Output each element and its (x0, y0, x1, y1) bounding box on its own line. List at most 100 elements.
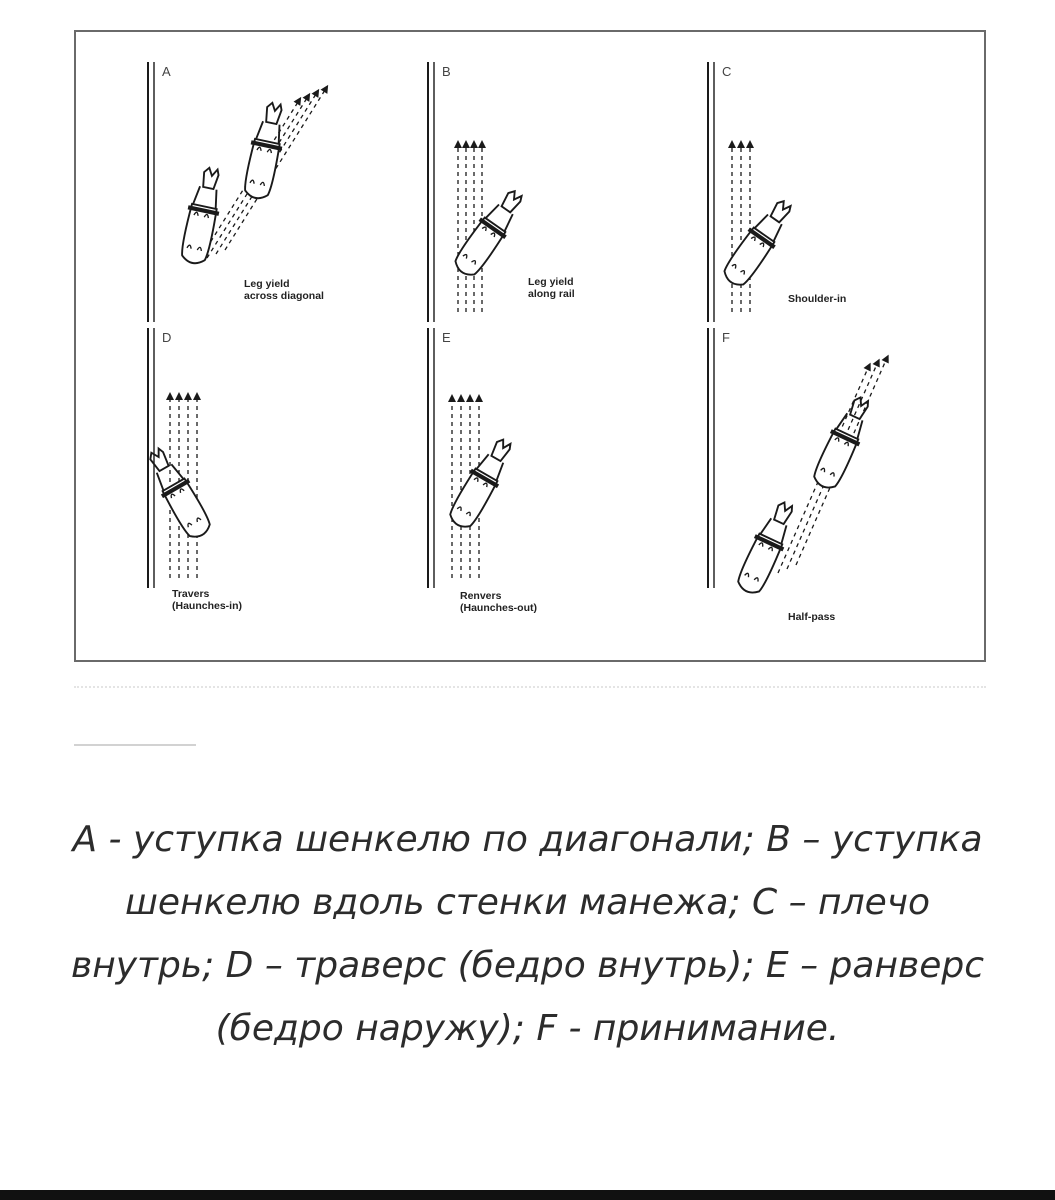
rider-legs (256, 146, 273, 154)
horse-neck (835, 412, 864, 440)
horse-neck (192, 185, 218, 209)
direction-arrow (746, 140, 754, 148)
separator-line (74, 744, 196, 746)
panel-letter: A (162, 64, 171, 79)
horse-head (772, 500, 794, 526)
panel-caption: (Haunches-in) (172, 600, 242, 612)
direction-arrow (457, 394, 465, 402)
direction-arrow (175, 392, 183, 400)
horse-hind-hooves (820, 467, 835, 477)
horse-figure (813, 395, 870, 489)
horse-figure (149, 446, 211, 538)
direction-arrow (728, 140, 736, 148)
horse-head (500, 189, 523, 214)
panel-caption: Half-pass (788, 611, 835, 623)
horse-saddle-girth (250, 140, 283, 151)
horse-saddle-girth (160, 478, 191, 499)
hoof-track (786, 363, 878, 570)
direction-arrow (863, 362, 871, 372)
horse-figure (449, 438, 512, 528)
rider-legs (193, 211, 210, 219)
panel-caption: Travers (172, 588, 210, 600)
horse-body (723, 226, 776, 286)
panel-letter: E (442, 330, 451, 345)
direction-arrow (193, 392, 201, 400)
rider-legs (170, 488, 185, 499)
direction-arrow (293, 96, 302, 106)
rider-legs (481, 226, 496, 238)
panel-letter: F (722, 330, 730, 345)
panel-c: C Shoulder-in (707, 62, 846, 322)
panel-f: F Half-pass (707, 328, 889, 623)
horse-figure (181, 166, 220, 265)
horse-neck (155, 463, 185, 491)
direction-arrow (475, 394, 483, 402)
horse-hind-hooves (744, 572, 759, 582)
direction-arrow (478, 140, 486, 148)
horse-head (769, 199, 792, 224)
direction-arrow (881, 354, 889, 364)
direction-arrow (466, 394, 474, 402)
panel-caption: Leg yield (244, 278, 290, 290)
horse-saddle-girth (829, 429, 861, 447)
direction-arrow (166, 392, 174, 400)
panel-caption: Renvers (460, 590, 502, 602)
horse-hind-hooves (462, 253, 477, 265)
horse-body (813, 427, 860, 489)
panel-caption: across diagonal (244, 290, 324, 302)
horse-head (149, 446, 170, 473)
horse-neck (759, 517, 788, 545)
panel-caption: Shoulder-in (788, 293, 846, 305)
horse-head (265, 101, 283, 126)
direction-arrow (737, 140, 745, 148)
horse-body (737, 532, 784, 594)
direction-arrow (311, 88, 320, 98)
direction-arrow (454, 140, 462, 148)
horse-saddle-girth (753, 534, 785, 552)
rider-legs (834, 437, 849, 447)
panel-letter: C (722, 64, 731, 79)
panel-caption: Leg yield (528, 276, 574, 288)
rider-legs (750, 236, 765, 248)
horse-hind-hooves (249, 179, 266, 186)
horse-saddle-girth (478, 217, 507, 239)
horse-hind-hooves (456, 506, 471, 517)
horse-body (449, 467, 499, 528)
faint-divider (74, 686, 986, 688)
horse-saddle-girth (469, 468, 500, 489)
horse-figure (737, 500, 794, 594)
horse-neck (475, 453, 505, 481)
horse-saddle-girth (747, 227, 776, 249)
horse-neck (484, 203, 514, 232)
direction-arrow (302, 92, 311, 102)
horse-body (161, 477, 211, 538)
rider-legs (758, 542, 773, 552)
horse-head (202, 166, 220, 191)
direction-arrow (462, 140, 470, 148)
horse-hind-hooves (187, 517, 202, 528)
horse-body (454, 216, 507, 276)
horse-head (490, 438, 512, 463)
direction-arrow (184, 392, 192, 400)
panel-caption: along rail (528, 288, 575, 300)
bottom-bar (0, 1190, 1055, 1200)
panel-letter: B (442, 64, 451, 79)
hoof-track (795, 359, 887, 566)
direction-arrow (872, 358, 880, 368)
horse-figure (244, 101, 283, 200)
horse-hind-hooves (186, 244, 203, 251)
horse-figure (723, 199, 792, 286)
panel-letter: D (162, 330, 171, 345)
direction-arrow (320, 84, 329, 94)
direction-arrow (448, 394, 456, 402)
horse-neck (255, 120, 281, 144)
horse-saddle-girth (187, 205, 220, 216)
horse-hind-hooves (731, 263, 746, 275)
horse-head (848, 395, 870, 421)
panel-d: D Travers(Haunches-in) (147, 328, 242, 612)
direction-arrow (470, 140, 478, 148)
